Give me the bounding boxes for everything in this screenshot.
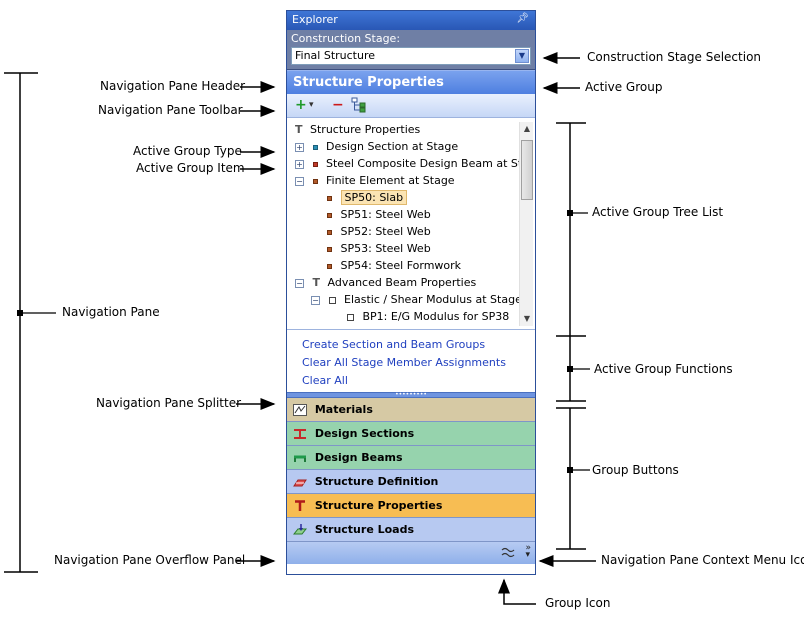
collapse-icon[interactable]: −: [311, 295, 320, 305]
label-nav-pane-splitter: Navigation Pane Splitter: [96, 396, 242, 410]
label-group-buttons: Group Buttons: [592, 463, 679, 477]
tree-item[interactable]: SP53: Steel Web: [327, 241, 431, 257]
explorer-titlebar: Explorer 📌︎: [287, 11, 535, 30]
tree-item[interactable]: − T Advanced Beam Properties: [295, 276, 477, 289]
tree-item-selected[interactable]: SP50: Slab: [327, 190, 408, 206]
remove-button[interactable]: −: [332, 97, 344, 113]
label-active-group-type: Active Group Type: [133, 144, 242, 158]
scroll-down-icon[interactable]: ▼: [523, 314, 531, 323]
add-dropdown-icon[interactable]: ▾: [309, 100, 314, 110]
element-property-icon: [327, 212, 332, 218]
beam-property-type-icon: T: [312, 276, 321, 289]
expand-icon[interactable]: +: [295, 159, 304, 169]
label-navigation-pane: Navigation Pane: [62, 305, 160, 319]
label-active-group: Active Group: [585, 80, 663, 94]
design-sections-icon: [293, 428, 307, 440]
finite-element-icon: [312, 178, 318, 184]
scroll-up-icon[interactable]: ▲: [523, 124, 531, 133]
tree-item[interactable]: − Finite Element at Stage: [295, 174, 455, 187]
label-active-group-item: Active Group Item: [136, 161, 245, 175]
clear-all-link[interactable]: Clear All: [302, 374, 348, 387]
construction-stage-box: Construction Stage: Final Structure ▼: [287, 30, 535, 70]
clear-stage-assignments-link[interactable]: Clear All Stage Member Assignments: [302, 356, 506, 369]
modulus-icon: [328, 296, 336, 304]
element-property-icon: [327, 246, 332, 252]
explorer-title: Explorer: [292, 13, 338, 26]
tree-structure-icon[interactable]: [351, 97, 367, 117]
collapse-icon[interactable]: −: [295, 278, 304, 288]
tree-item[interactable]: SP54: Steel Formwork: [327, 258, 461, 274]
design-beam-icon: [312, 161, 318, 167]
structure-properties-type-icon: T: [295, 123, 303, 136]
construction-stage-value: Final Structure: [295, 49, 376, 62]
label-active-group-tree-list: Active Group Tree List: [592, 205, 724, 219]
tree-item-structure-properties[interactable]: T Structure Properties: [295, 123, 421, 136]
active-group-functions: Create Section and Beam Groups Clear All…: [287, 330, 535, 392]
structure-properties-icon: [293, 500, 307, 512]
active-group-tree-list[interactable]: T Structure Properties + Design Section …: [287, 118, 535, 330]
context-menu-chevron-icon[interactable]: »▾: [525, 543, 531, 560]
element-property-icon: [327, 195, 332, 201]
tree-item[interactable]: SP51: Steel Web: [327, 207, 431, 223]
tree-item[interactable]: − Elastic / Shear Modulus at Stage: [311, 293, 522, 306]
label-group-icon: Group Icon: [545, 596, 611, 610]
expand-icon[interactable]: +: [295, 142, 304, 152]
group-icon[interactable]: [501, 546, 517, 563]
tree-item[interactable]: SP52: Steel Web: [327, 224, 431, 240]
label-active-group-functions: Active Group Functions: [594, 362, 733, 376]
chevron-down-icon[interactable]: ▼: [515, 49, 529, 63]
label-nav-pane-context-menu-icon: Navigation Pane Context Menu Icon: [601, 553, 804, 567]
modulus-item-icon: [347, 313, 354, 321]
element-property-icon: [327, 263, 332, 269]
materials-icon: [293, 404, 307, 416]
label-nav-pane-toolbar: Navigation Pane Toolbar: [98, 103, 243, 117]
explorer-panel: Explorer 📌︎ Construction Stage: Final St…: [286, 10, 536, 575]
design-beams-icon: [293, 452, 307, 464]
create-section-beam-groups-link[interactable]: Create Section and Beam Groups: [302, 338, 486, 351]
group-button-design-sections[interactable]: Design Sections: [287, 422, 535, 446]
add-button[interactable]: +: [295, 97, 307, 113]
group-button-structure-loads[interactable]: Structure Loads: [287, 518, 535, 542]
group-button-design-beams[interactable]: Design Beams: [287, 446, 535, 470]
group-button-structure-properties[interactable]: Structure Properties: [287, 494, 535, 518]
label-nav-pane-header: Navigation Pane Header: [100, 79, 246, 93]
label-construction-stage-selection: Construction Stage Selection: [587, 50, 762, 64]
group-button-materials[interactable]: Materials: [287, 398, 535, 422]
navigation-pane-toolbar: + ▾ −: [287, 94, 535, 118]
element-property-icon: [327, 229, 332, 235]
design-section-icon: [312, 144, 318, 150]
structure-definition-icon: [293, 476, 307, 488]
group-button-structure-definition[interactable]: Structure Definition: [287, 470, 535, 494]
collapse-icon[interactable]: −: [295, 176, 304, 186]
construction-stage-select[interactable]: Final Structure ▼: [291, 47, 531, 65]
navigation-pane-splitter[interactable]: •••••••••: [287, 392, 535, 398]
navigation-pane-overflow-panel: »▾: [287, 542, 535, 564]
scroll-thumb[interactable]: [521, 140, 533, 200]
structure-loads-icon: [292, 524, 308, 536]
tree-item[interactable]: BP1: E/G Modulus for SP38: [347, 309, 509, 325]
tree-scrollbar[interactable]: ▲ ▼: [519, 122, 533, 326]
pin-icon[interactable]: 📌︎: [516, 13, 529, 24]
tree-item[interactable]: + Steel Composite Design Beam at St...: [295, 157, 533, 170]
navigation-pane-header: Structure Properties: [287, 70, 535, 94]
label-nav-pane-overflow-panel: Navigation Pane Overflow Panel: [54, 553, 246, 567]
construction-stage-label: Construction Stage:: [291, 32, 401, 45]
tree-item[interactable]: + Design Section at Stage: [295, 140, 459, 153]
